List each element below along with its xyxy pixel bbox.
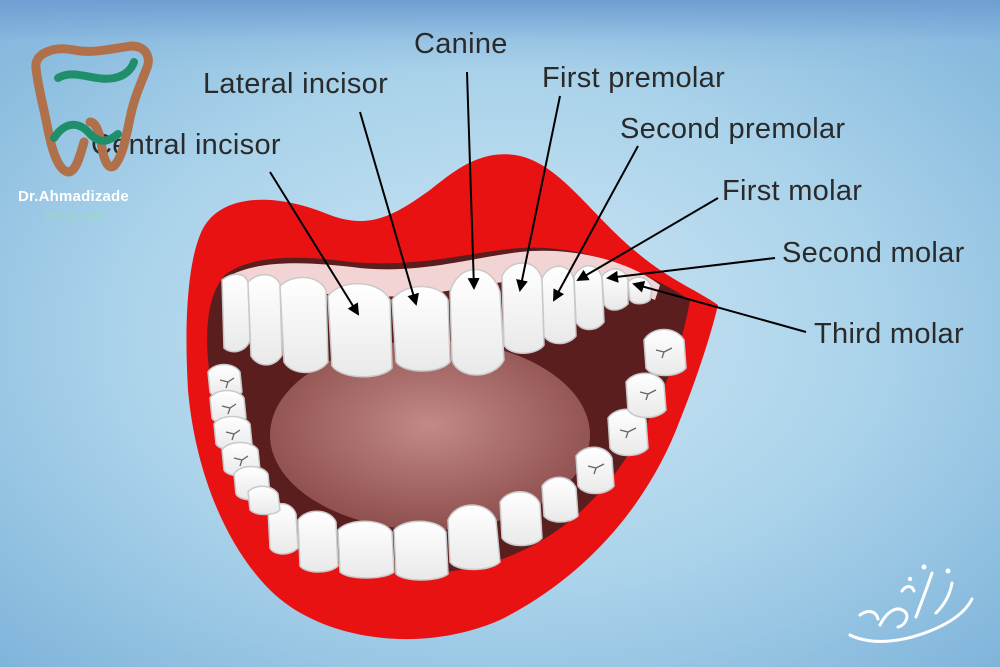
upper-teeth: [221, 262, 653, 378]
arrow-central-incisor: [269, 171, 360, 316]
tongue: [270, 340, 590, 530]
label-second-molar: Second molar: [782, 237, 965, 269]
clinic-name: Dr.Ahmadizade: [18, 188, 129, 205]
background-band: [0, 0, 1000, 70]
clinic-subtitle: Dental clinic: [44, 210, 104, 222]
label-third-molar: Third molar: [814, 318, 964, 350]
signature-watermark: [848, 564, 974, 643]
label-first-molar: First molar: [722, 175, 863, 207]
arrow-first-premolar: [516, 95, 561, 292]
label-lateral-incisor: Lateral incisor: [203, 68, 389, 100]
arrow-second-molar: [606, 257, 776, 283]
clinic-logo: Dr.Ahmadizade Dental clinic: [14, 38, 164, 228]
arrow-first-molar: [576, 197, 719, 282]
label-canine: Canine: [414, 28, 508, 60]
label-second-premolar: Second premolar: [620, 113, 846, 145]
arrow-canine: [466, 71, 480, 290]
label-first-premolar: First premolar: [542, 62, 726, 94]
upper-gum: [222, 250, 660, 300]
lower-teeth: [267, 328, 687, 581]
tooth-logo-icon: [31, 41, 153, 177]
arrow-third-molar: [632, 280, 807, 333]
molar-grooves: [219, 347, 673, 475]
arrow-second-premolar: [553, 145, 639, 302]
arrow-lateral-incisor: [359, 111, 419, 306]
